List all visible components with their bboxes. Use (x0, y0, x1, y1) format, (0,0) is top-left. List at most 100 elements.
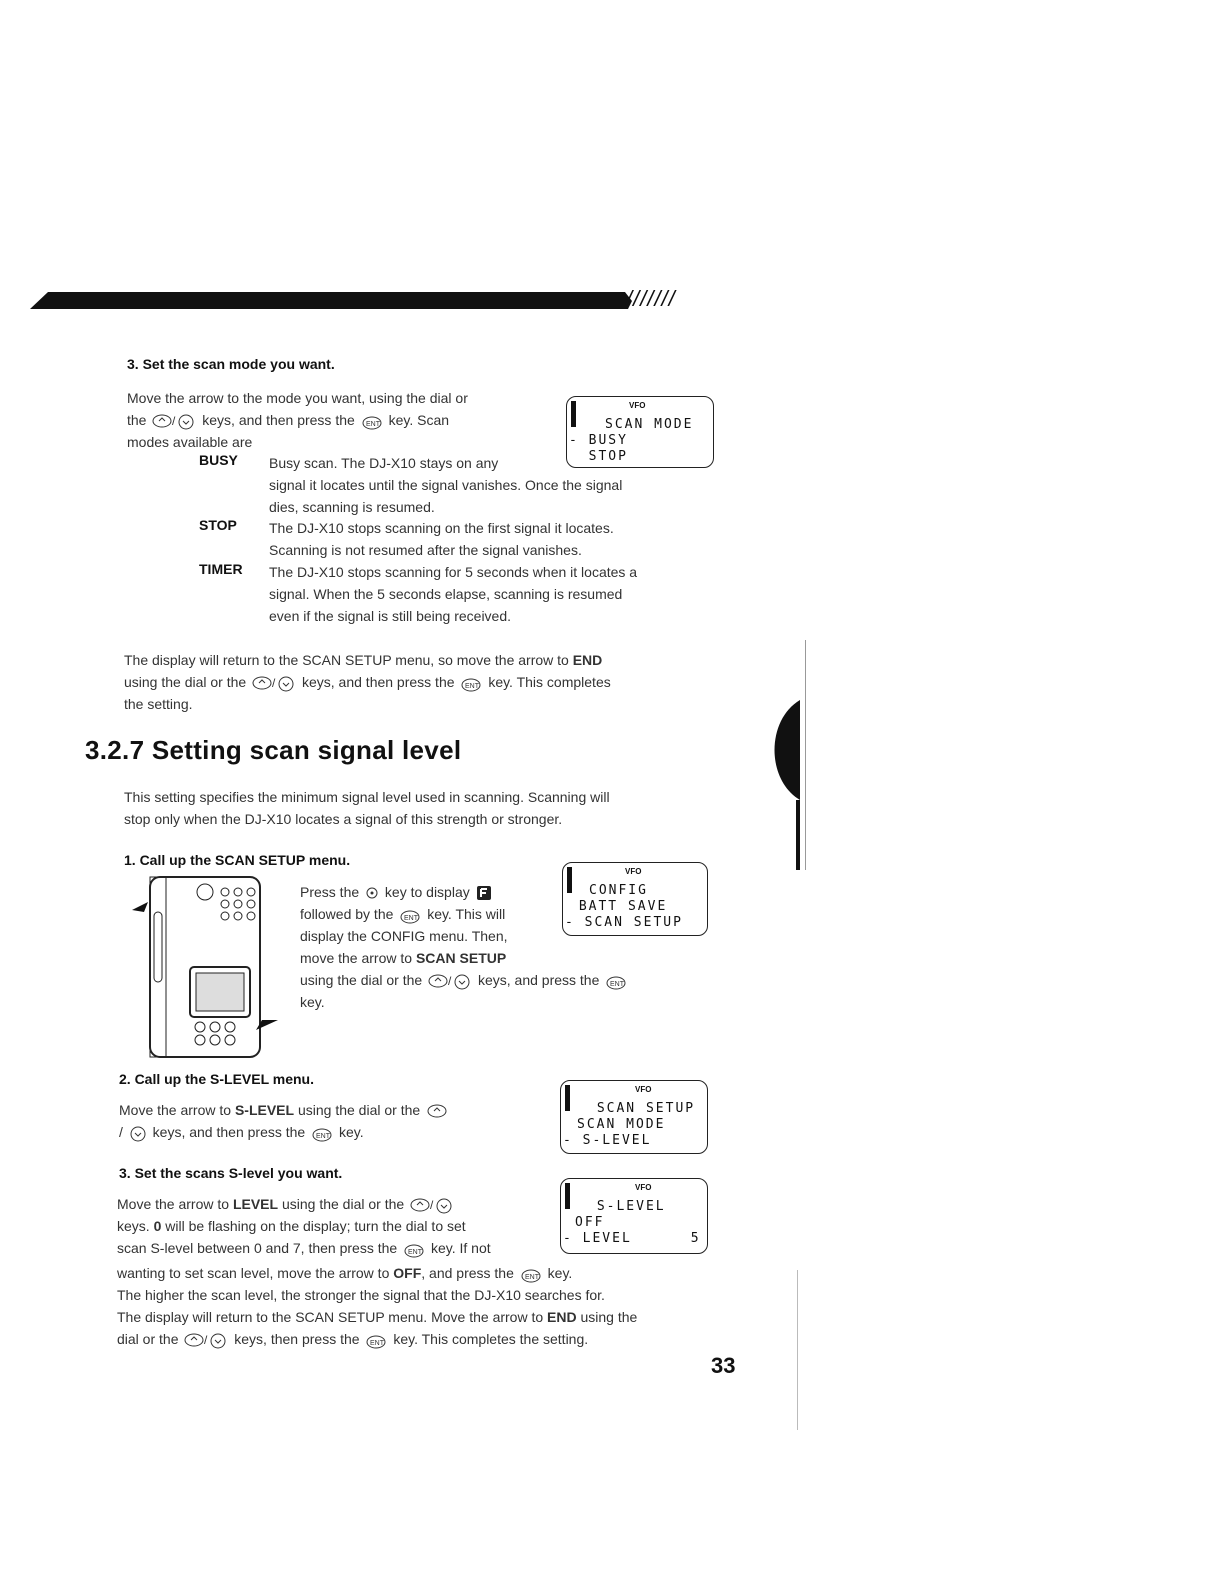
lcd-line: OFF (575, 1215, 605, 1230)
step3-bold: OFF (393, 1265, 422, 1281)
step3-text: using the dial or the (281, 1196, 405, 1212)
step3-title: 3. Set the scans S-level you want. (119, 1165, 343, 1181)
lcd-s-level: VFO S-LEVEL OFF - LEVEL 5 (560, 1178, 708, 1254)
step2-text: key. (339, 1124, 364, 1140)
svg-text:ENT: ENT (370, 1340, 385, 1347)
step2-bold: S-LEVEL (234, 1102, 295, 1118)
mode-term-busy: BUSY (199, 452, 238, 468)
svg-text:/: / (172, 414, 176, 428)
mode-desc-timer-2: signal. When the 5 seconds elapse, scann… (269, 586, 623, 602)
step1-line2: followed by the ENT key. This will (300, 903, 505, 925)
step3-line4: wanting to set scan level, move the arro… (117, 1262, 572, 1284)
scan-mode-intro-line3: modes available are (127, 434, 253, 450)
f-indicator-icon (476, 886, 491, 901)
down-key-icon (130, 1126, 146, 1142)
step1-text: move the arrow to (300, 950, 413, 966)
lcd-signal-bar (565, 1085, 570, 1111)
text-key-scan: key. Scan (388, 412, 450, 428)
lcd-signal-bar (565, 1183, 570, 1209)
step2-text: Move the arrow to (119, 1102, 232, 1118)
lcd-vfo-tag: VFO (635, 1183, 652, 1192)
step3-line7: dial or the / keys, then press the ENT k… (117, 1328, 588, 1350)
lcd-signal-bar (571, 401, 576, 427)
return-end-bold: END (572, 652, 603, 668)
scan-mode-step-title: 3. Set the scan mode you want. (127, 356, 335, 372)
step1-text: keys, and press the (477, 972, 600, 988)
step3-bold: LEVEL (232, 1196, 279, 1212)
step3-line5: The higher the scan level, the stronger … (117, 1287, 605, 1303)
svg-text:ENT: ENT (408, 1249, 423, 1256)
return-para-line3: the setting. (124, 696, 193, 712)
text-keys-press: keys, and then press the (202, 412, 355, 428)
level-intro-line1: This setting specifies the minimum signa… (124, 789, 610, 805)
step3-line1: Move the arrow to LEVEL using the dial o… (117, 1193, 456, 1215)
step3-line3: scan S-level between 0 and 7, then press… (117, 1237, 491, 1259)
lcd-line: STOP (569, 449, 628, 464)
step3-text: will be flashing on the display; turn th… (165, 1218, 466, 1234)
step1-line6: key. (300, 994, 325, 1010)
mode-desc-busy-2: signal it locates until the signal vanis… (269, 477, 623, 493)
svg-text:ENT: ENT (610, 981, 625, 988)
step3-text: scan S-level between 0 and 7, then press… (117, 1240, 398, 1256)
up-down-keys-icon: / (152, 414, 194, 430)
set-ent-key-icon: ENT (606, 976, 626, 990)
svg-text:ENT: ENT (465, 683, 480, 690)
lcd-config: VFO CONFIG BATT SAVE - SCAN SETUP (562, 862, 708, 936)
header-bar: /////// (0, 286, 740, 313)
set-ent-key-icon: ENT (312, 1128, 332, 1142)
lcd-line: BATT SAVE (569, 899, 668, 914)
return-para-line1: The display will return to the SCAN SETU… (124, 649, 602, 671)
step1-text: key to display (384, 884, 470, 900)
section-heading: 3.2.7 Setting scan signal level (85, 735, 462, 765)
thumb-tab-mark (774, 700, 800, 870)
step3-text: dial or the (117, 1331, 179, 1347)
step1-line1: Press the key to display (300, 881, 494, 903)
step3-text: key. This completes the setting. (393, 1331, 589, 1347)
step3-text: wanting to set scan level, move the arro… (117, 1265, 390, 1281)
set-ent-key-icon: ENT (404, 1244, 424, 1258)
step1-title: 1. Call up the SCAN SETUP menu. (124, 852, 351, 868)
radio-illustration (132, 876, 278, 1058)
scan-mode-intro-line2: the / keys, and then press the ENT key. … (127, 409, 449, 431)
lcd-line: - LEVEL 5 (563, 1231, 701, 1246)
step1-text: using the dial or the (300, 972, 423, 988)
lcd-line: SCAN MODE (605, 417, 694, 432)
step2-line2: / keys, and then press the ENT key. (119, 1121, 364, 1143)
lcd-line: - SCAN SETUP (565, 915, 683, 930)
lcd-vfo-tag: VFO (629, 401, 646, 410)
step2-title: 2. Call up the S-LEVEL menu. (119, 1071, 314, 1087)
svg-text:/: / (430, 1198, 434, 1212)
step2-line1: Move the arrow to S-LEVEL using the dial… (119, 1099, 450, 1121)
set-ent-key-icon: ENT (400, 910, 420, 924)
step3-text: key. If not (430, 1240, 491, 1256)
svg-text:/: / (204, 1333, 208, 1347)
mode-desc-busy-3: dies, scanning is resumed. (269, 499, 435, 515)
level-intro-line2: stop only when the DJ-X10 locates a sign… (124, 811, 563, 827)
set-ent-key-icon: ENT (366, 1335, 386, 1349)
step3-text: keys, then press the (234, 1331, 360, 1347)
set-ent-key-icon: ENT (461, 678, 481, 692)
lcd-line: - S-LEVEL (563, 1133, 652, 1148)
step3-text: keys. (117, 1218, 150, 1234)
svg-text:ENT: ENT (404, 915, 419, 922)
margin-line (797, 1270, 798, 1430)
svg-text:ENT: ENT (525, 1274, 540, 1281)
svg-text:ENT: ENT (366, 421, 381, 428)
step1-line4: move the arrow to SCAN SETUP (300, 947, 506, 969)
set-ent-key-icon: ENT (521, 1269, 541, 1283)
mode-desc-stop-2: Scanning is not resumed after the signal… (269, 542, 582, 558)
step1-text: Press the (300, 884, 360, 900)
step3-line2: keys. 0 will be flashing on the display;… (117, 1215, 466, 1237)
step3-text: key. (547, 1265, 573, 1281)
lcd-line: S-LEVEL (587, 1199, 666, 1214)
lcd-signal-bar (567, 867, 572, 893)
header-slashes: /////// (626, 286, 676, 311)
step1-line5: using the dial or the / keys, and press … (300, 969, 629, 991)
step1-text: followed by the (300, 906, 394, 922)
lcd-line: SCAN MODE (577, 1117, 666, 1132)
step2-text: using the dial or the (297, 1102, 421, 1118)
return-text: The display will return to the SCAN SETU… (124, 652, 569, 668)
return-text: keys, and then press the (301, 674, 455, 690)
step3-text: Move the arrow to (117, 1196, 230, 1212)
margin-line (805, 640, 806, 870)
